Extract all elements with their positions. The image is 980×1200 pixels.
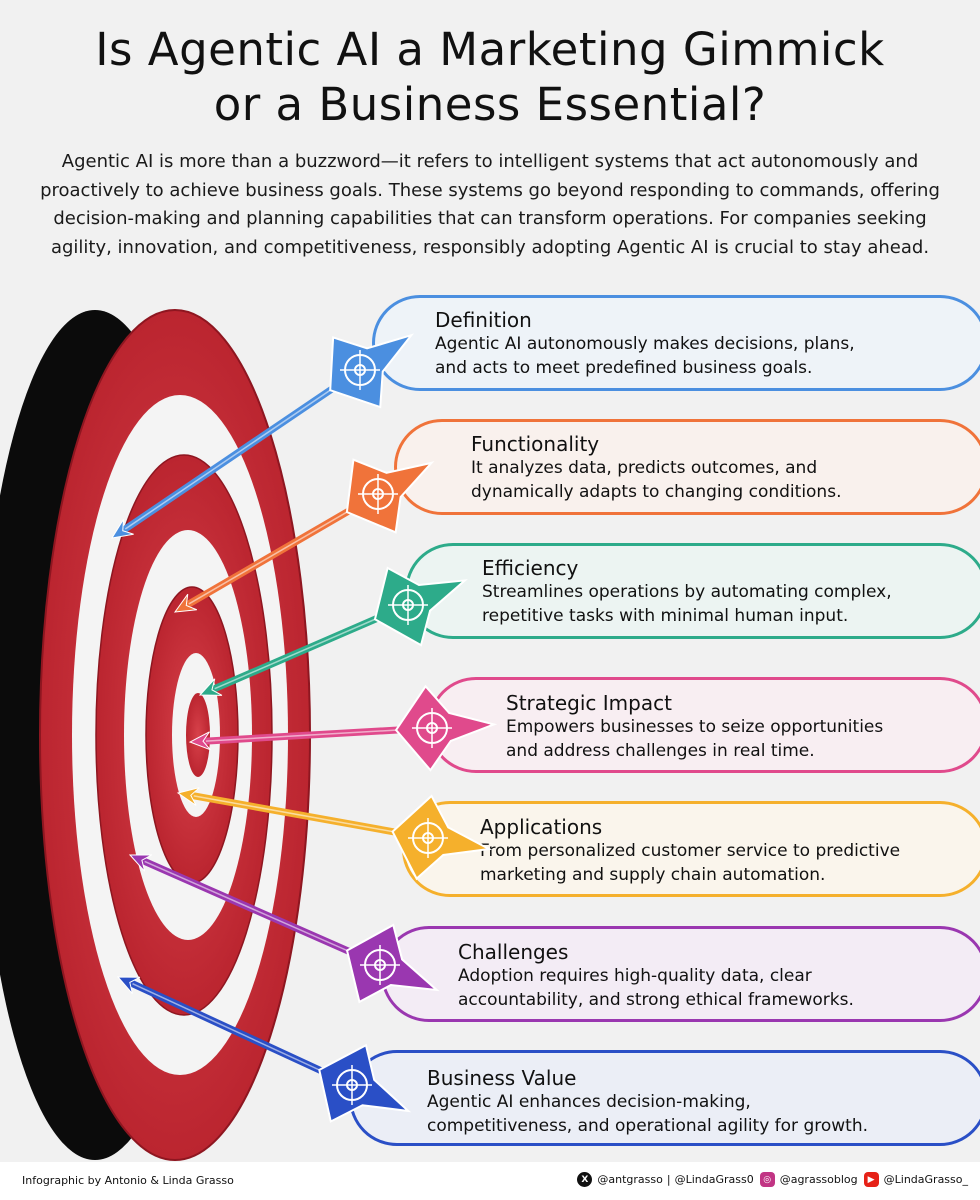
card-text-applications: Applications From personalized customer … <box>480 815 900 887</box>
arrow-head <box>110 519 134 539</box>
arrow-head <box>176 787 200 806</box>
instagram-group: ◎ @agrassoblog <box>759 1172 858 1187</box>
card-body-line-1: Empowers businesses to seize opportuniti… <box>506 717 884 737</box>
x-handle-link-2[interactable]: @LindaGrass0 <box>674 1173 754 1186</box>
x-group: X @antgrasso | @LindaGrass0 <box>577 1172 754 1187</box>
card-definition <box>372 295 980 391</box>
card-body-line-1: From personalized customer service to pr… <box>480 841 901 861</box>
title-line-2: or a Business Essential? <box>213 78 767 131</box>
arrow-fletching <box>318 1043 412 1123</box>
card-heading: Definition <box>435 308 532 332</box>
target-icon <box>340 350 380 390</box>
arrow-fletching <box>345 923 440 1004</box>
arrow-shaft-highlight <box>124 369 361 530</box>
card-body-line-2: marketing and supply chain automation. <box>480 865 826 885</box>
card-body-line-1: It analyzes data, predicts outcomes, and <box>471 458 818 478</box>
card-heading: Functionality <box>471 432 600 456</box>
card-text-challenges: Challenges Adoption requires high-qualit… <box>458 940 854 1012</box>
arrow-head <box>128 854 153 872</box>
x-logo-icon: X <box>577 1172 593 1187</box>
title-line-1: Is Agentic AI a Marketing Gimmick <box>95 23 885 76</box>
card-text-strategic-impact: Strategic Impact Empowers businesses to … <box>506 691 883 763</box>
arrow-shaft-highlight <box>132 983 353 1086</box>
card-heading: Applications <box>480 815 603 839</box>
card-business-value <box>349 1050 980 1146</box>
footer-credit: Infographic by Antonio & Linda Grasso <box>22 1174 234 1187</box>
card-body-line-1: Streamlines operations by automating com… <box>482 582 892 602</box>
page-title: Is Agentic AI a Marketing Gimmick or a B… <box>0 22 980 132</box>
card-body-line-2: and acts to meet predefined business goa… <box>435 358 813 378</box>
arrow-fletching <box>329 333 415 409</box>
card-body-line-1: Agentic AI autonomously makes decisions,… <box>435 334 855 354</box>
card-body-line-2: competitiveness, and operational agility… <box>427 1116 869 1136</box>
card-body-line-1: Agentic AI enhances decision-making, <box>427 1092 751 1112</box>
instagram-handle-link[interactable]: @agrassoblog <box>779 1173 858 1186</box>
card-functionality <box>394 419 980 515</box>
arrow-shaft-highlight <box>193 795 429 839</box>
card-heading: Strategic Impact <box>506 691 672 715</box>
phone-touch-icon <box>408 818 448 858</box>
social-links: X @antgrasso | @LindaGrass0 ◎ @agrassobl… <box>571 1172 968 1187</box>
instagram-icon: ◎ <box>759 1172 775 1187</box>
youtube-group: ▶ @LindaGrasso_ <box>863 1172 968 1187</box>
arrow-head <box>116 976 141 994</box>
footer-bar: Infographic by Antonio & Linda Grasso X … <box>0 1162 980 1200</box>
handle-separator: | <box>666 1173 671 1186</box>
gear-check-icon <box>388 585 428 625</box>
card-body-line-2: and address challenges in real time. <box>506 741 815 761</box>
card-text-efficiency: Efficiency Streamlines operations by aut… <box>482 556 892 628</box>
x-handle-link[interactable]: @antgrasso <box>597 1173 663 1186</box>
arrow-fletching <box>345 458 435 534</box>
card-text-definition: Definition Agentic AI autonomously makes… <box>435 308 855 380</box>
card-strategic-impact <box>428 677 980 773</box>
card-body-line-2: accountability, and strong ethical frame… <box>458 990 854 1010</box>
youtube-handle-link[interactable]: @LindaGrasso_ <box>883 1173 968 1186</box>
card-text-business-value: Business Value Agentic AI enhances decis… <box>427 1066 868 1138</box>
youtube-icon: ▶ <box>863 1172 879 1187</box>
arrow-head <box>188 731 211 751</box>
card-efficiency <box>405 543 980 639</box>
stairs-flag-icon <box>360 945 400 985</box>
card-text-functionality: Functionality It analyzes data, predicts… <box>471 432 841 504</box>
card-body-line-2: dynamically adapts to changing condition… <box>471 482 842 502</box>
card-heading: Challenges <box>458 940 569 964</box>
arrow-shaft-highlight <box>144 860 381 966</box>
arrow-shaft-highlight <box>205 727 433 742</box>
intro-paragraph: Agentic AI is more than a buzzword—it re… <box>40 151 940 258</box>
card-body-line-2: repetitive tasks with minimal human inpu… <box>482 606 849 626</box>
growth-chart-icon <box>332 1065 372 1105</box>
card-body-line-1: Adoption requires high-quality data, cle… <box>458 966 812 986</box>
arrow-head <box>173 593 198 613</box>
arrow-fletching <box>373 566 468 647</box>
card-heading: Business Value <box>427 1066 577 1090</box>
chess-rook-icon <box>412 708 452 748</box>
gear-wrench-icon <box>358 474 398 514</box>
arrow-head <box>198 678 223 696</box>
target-bullseye <box>186 693 210 777</box>
card-heading: Efficiency <box>482 556 579 580</box>
card-challenges <box>381 926 980 1022</box>
